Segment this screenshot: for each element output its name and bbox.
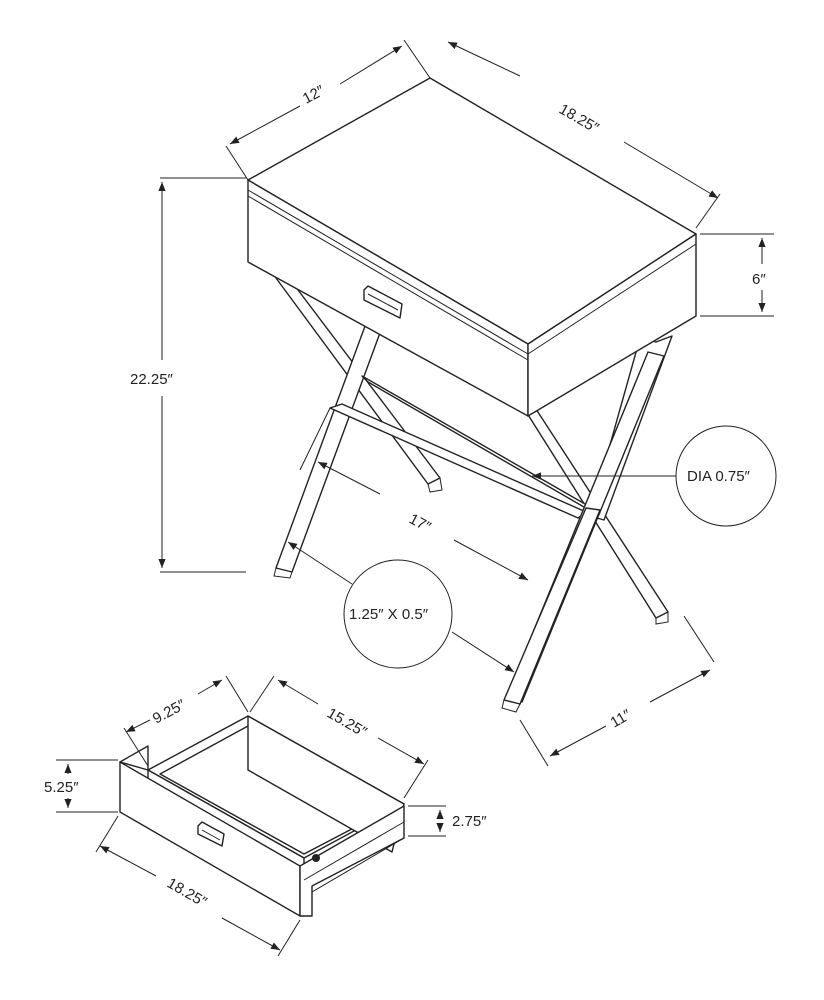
side-table-drawing: [247, 77, 697, 713]
front-leg-pair: [329, 351, 665, 713]
leg-profile-callout-circle: [343, 559, 453, 669]
label-table-width: 12″: [300, 82, 328, 108]
drawer-slide-screw: [312, 854, 320, 862]
label-rod-diameter: DIA 0.75″: [687, 468, 751, 485]
drawer-pull: [363, 285, 403, 319]
drawer-drawing: [119, 715, 405, 917]
label-drawer-inner-length: 15.25″: [324, 705, 370, 741]
label-leg-spread: 17″: [406, 511, 434, 537]
label-drawer-height: 6″: [752, 271, 766, 288]
label-depth-at-feet: 11″: [608, 706, 635, 732]
stretcher-rod: [361, 375, 601, 517]
label-drawer-front-length: 18.25″: [164, 875, 210, 911]
table-dimensions: [158, 39, 777, 767]
drawer-front-pull: [197, 821, 225, 847]
label-leg-profile: 1.25″ X 0.5″: [349, 606, 429, 623]
table-cabinet: [247, 77, 697, 417]
label-drawer-inner-depth: 2.75″: [452, 813, 487, 830]
label-table-length: 18.25″: [556, 101, 602, 137]
label-drawer-inner-width: 9.25″: [150, 696, 189, 728]
drawer-dimensions: [56, 675, 446, 957]
label-table-height: 22.25″: [130, 371, 174, 388]
label-drawer-front-height: 5.25″: [44, 779, 79, 796]
